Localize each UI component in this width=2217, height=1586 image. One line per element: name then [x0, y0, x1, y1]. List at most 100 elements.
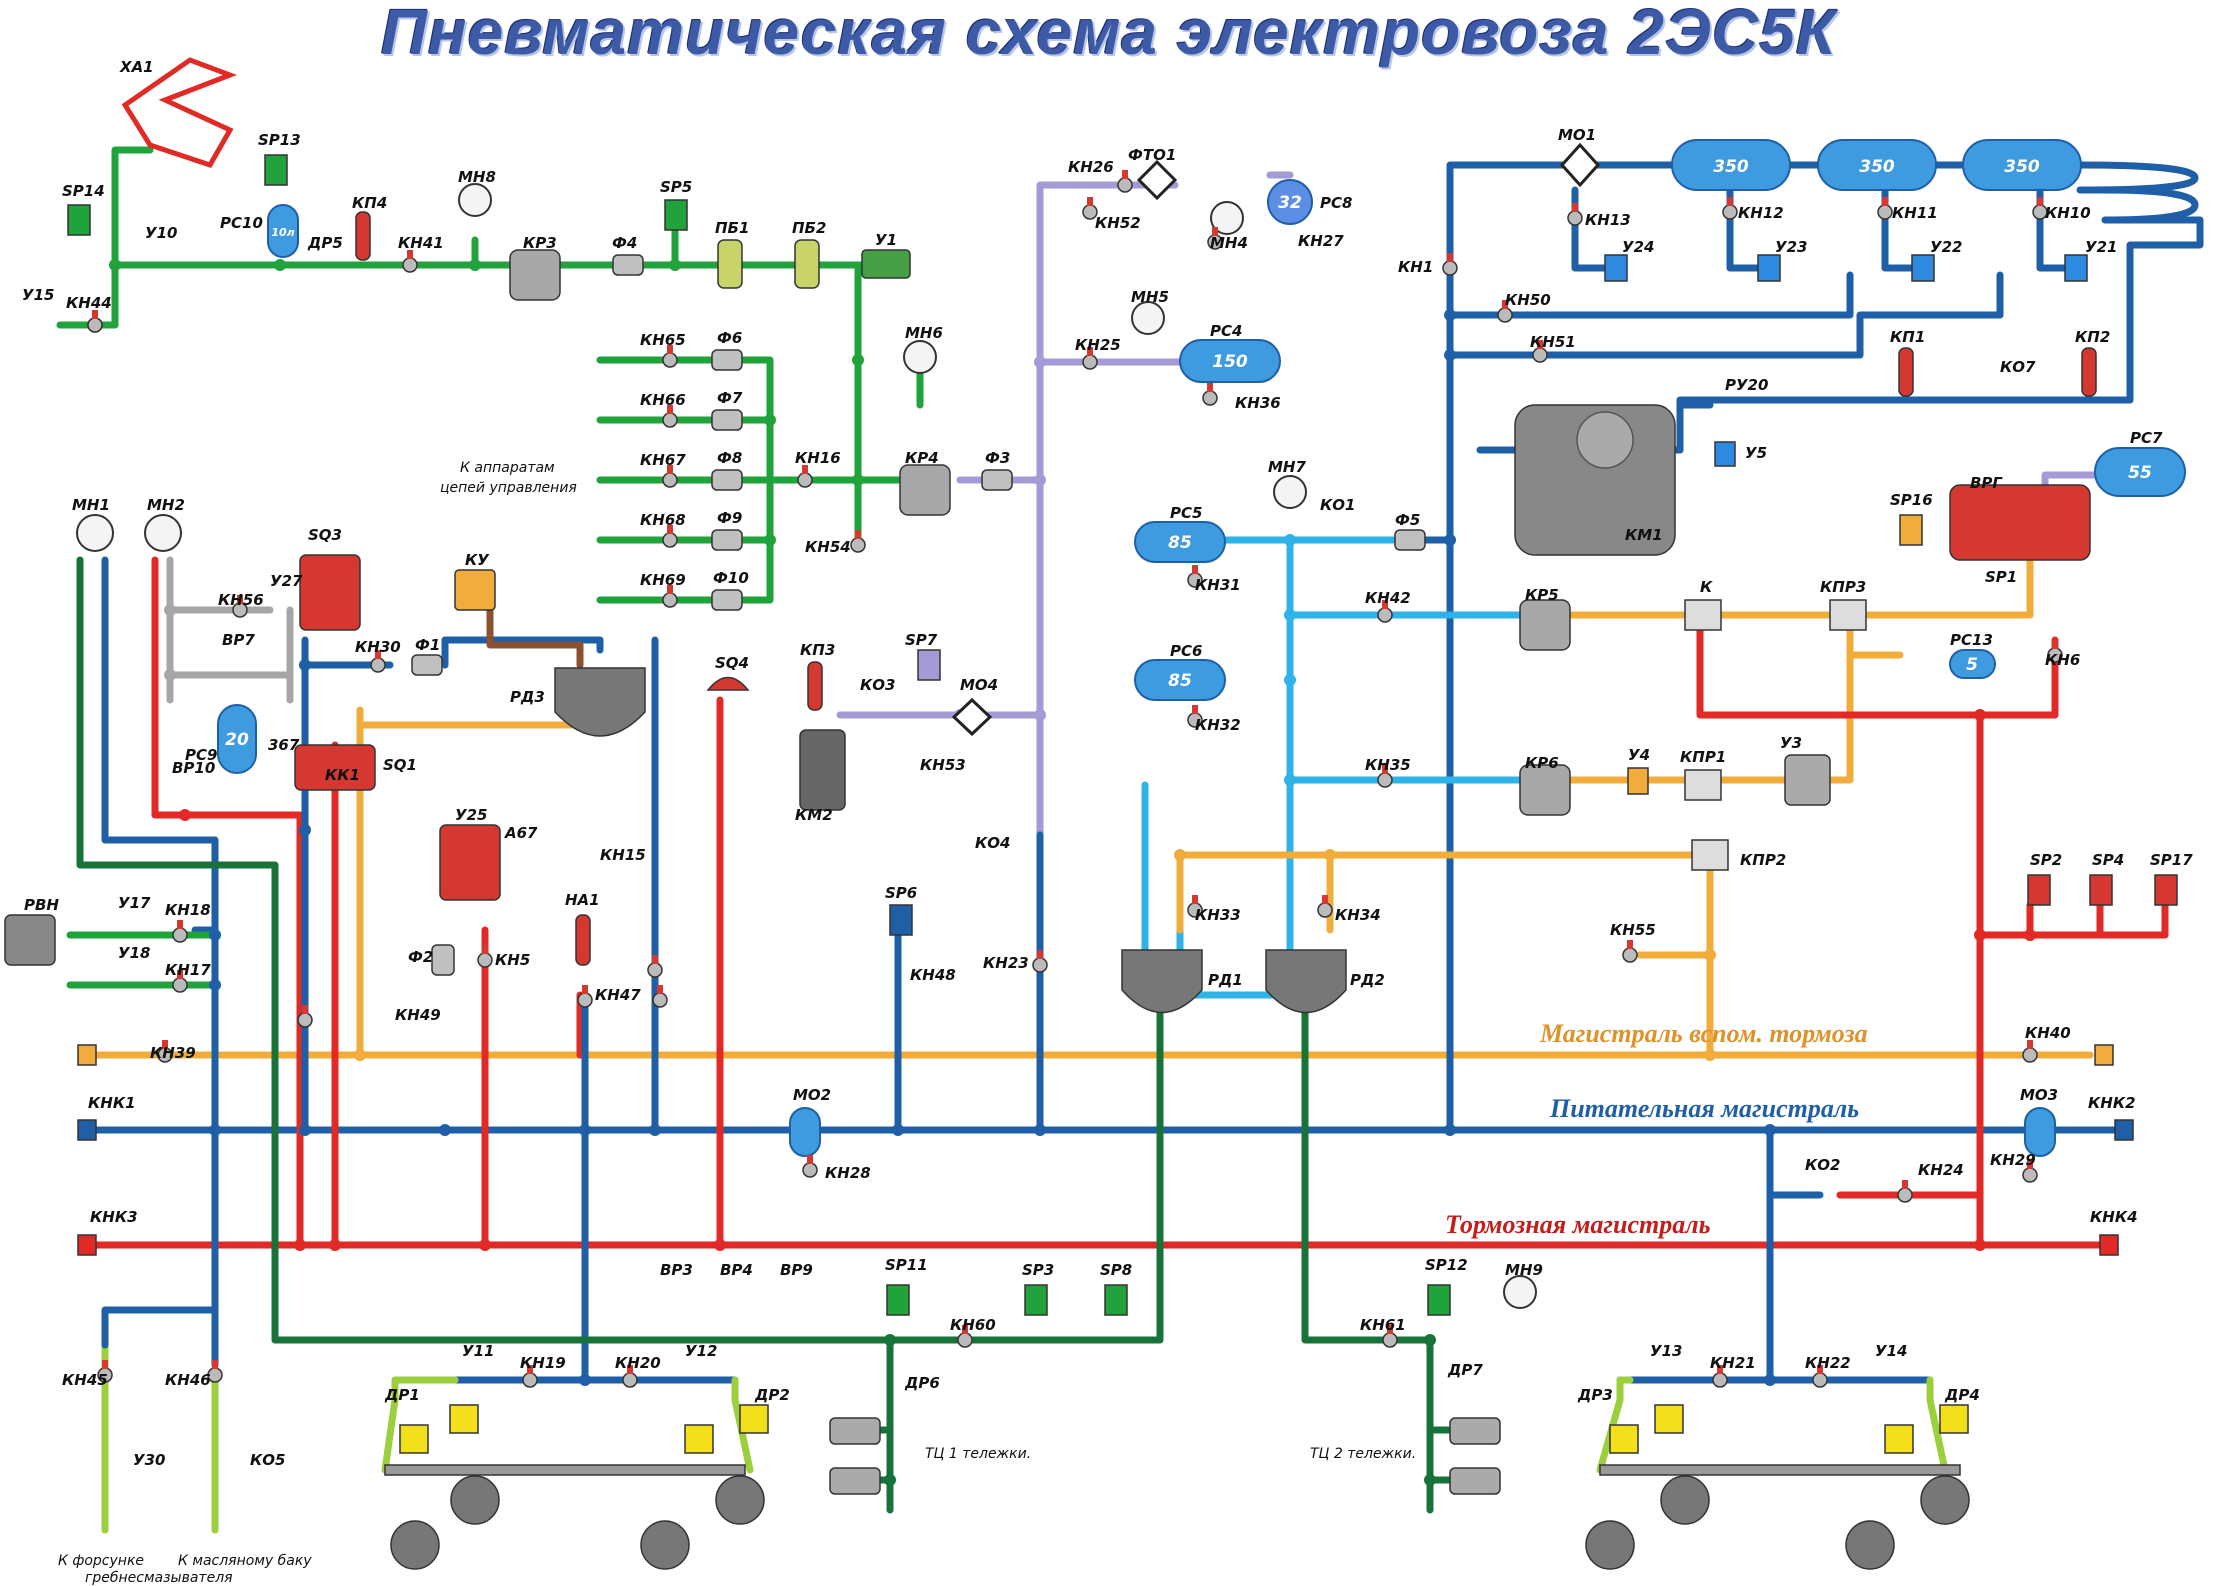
coupling-knk3[interactable] — [77, 1234, 97, 1256]
cock-valve[interactable] — [1532, 340, 1548, 363]
separator-fto1[interactable] — [1136, 159, 1178, 201]
diaphragm-rd3[interactable] — [554, 667, 646, 737]
filter-f9[interactable] — [711, 529, 743, 551]
filter-f5[interactable] — [1394, 529, 1426, 551]
cylinder-tc1-2[interactable] — [829, 1467, 881, 1495]
cock-valve[interactable] — [157, 1040, 173, 1063]
separator-mo1[interactable] — [1559, 142, 1601, 188]
cock-valve[interactable] — [172, 920, 188, 943]
cock-valve[interactable] — [1377, 765, 1393, 788]
filter-f1[interactable] — [411, 654, 443, 676]
cock-valve[interactable] — [1877, 197, 1893, 220]
coupling-kn39[interactable] — [77, 1044, 97, 1066]
valve-vrg[interactable] — [1949, 484, 2091, 561]
filter-f6[interactable] — [711, 349, 743, 371]
cock-valve[interactable] — [402, 250, 418, 273]
tank-pc10[interactable] — [267, 204, 299, 258]
cock-valve[interactable] — [97, 1360, 113, 1383]
cock-valve[interactable] — [850, 530, 866, 553]
compressor-km2[interactable] — [799, 729, 846, 811]
switch-sp14[interactable] — [67, 204, 91, 236]
cock-valve[interactable] — [1032, 950, 1048, 973]
reducer-kr5[interactable] — [1519, 599, 1571, 651]
switch-sp8[interactable] — [1104, 1284, 1128, 1316]
cock-valve[interactable] — [1622, 940, 1638, 963]
cock-valve[interactable] — [1497, 300, 1513, 323]
cock-valve[interactable] — [797, 465, 813, 488]
gauge-mn4[interactable] — [1210, 201, 1244, 235]
cock-valve[interactable] — [662, 465, 678, 488]
cock-valve[interactable] — [957, 1325, 973, 1348]
safety-valve-kp3[interactable] — [807, 661, 823, 711]
switch-sp2[interactable] — [2027, 874, 2051, 906]
cock-valve[interactable] — [232, 595, 248, 618]
cock-valve[interactable] — [2032, 197, 2048, 220]
switch-sp16[interactable] — [1899, 514, 1923, 546]
filter-f7[interactable] — [711, 409, 743, 431]
tank-mo2[interactable] — [789, 1107, 821, 1157]
cock-valve[interactable] — [647, 955, 663, 978]
cock-valve[interactable] — [87, 310, 103, 333]
cock-valve[interactable] — [662, 405, 678, 428]
diaphragm-rd1[interactable] — [1121, 949, 1203, 1014]
tank-pc5[interactable] — [1134, 521, 1226, 563]
valve-u3[interactable] — [1784, 754, 1831, 806]
cock-valve[interactable] — [1187, 565, 1203, 588]
valve-u24[interactable] — [1604, 254, 1628, 282]
switch-sp6[interactable] — [889, 904, 913, 936]
cock-valve[interactable] — [1812, 1365, 1828, 1388]
valve-kpr2[interactable] — [1691, 839, 1729, 871]
valve-ku[interactable] — [454, 569, 496, 611]
valve-u1[interactable] — [861, 249, 911, 279]
cock-valve[interactable] — [1082, 197, 1098, 220]
valve-k[interactable] — [1684, 599, 1722, 631]
tank-pc7[interactable] — [2094, 447, 2186, 497]
gauge-mn8[interactable] — [458, 183, 492, 217]
cock-valve[interactable] — [2047, 640, 2063, 663]
cock-valve[interactable] — [1567, 203, 1583, 226]
valve-u21[interactable] — [2064, 254, 2088, 282]
reducer-kr6[interactable] — [1519, 764, 1571, 816]
valve-u5[interactable] — [1714, 441, 1736, 467]
valve-u25[interactable] — [439, 824, 501, 901]
cock-valve[interactable] — [522, 1365, 538, 1388]
separator-mo4[interactable] — [951, 697, 993, 737]
diaphragm-rd2[interactable] — [1265, 949, 1347, 1014]
cock-valve[interactable] — [297, 1005, 313, 1028]
reducer-kr3[interactable] — [509, 249, 561, 301]
tank-pc13[interactable] — [1949, 649, 1996, 679]
switch-sp5[interactable] — [664, 199, 688, 231]
tank-350-3[interactable] — [1962, 139, 2082, 191]
valve-u27[interactable] — [299, 554, 361, 631]
valve-u4[interactable] — [1627, 767, 1649, 795]
cock-valve[interactable] — [1712, 1365, 1728, 1388]
safety-valve-kp1[interactable] — [1898, 347, 1914, 397]
cock-valve[interactable] — [1207, 227, 1223, 250]
cock-valve[interactable] — [1442, 253, 1458, 276]
filter-f4[interactable] — [612, 254, 644, 276]
filter-f2[interactable] — [431, 944, 455, 976]
switch-sp12[interactable] — [1427, 1284, 1451, 1316]
cock-valve[interactable] — [1187, 895, 1203, 918]
cock-kk1[interactable] — [294, 744, 376, 791]
valve-kpr1[interactable] — [1684, 769, 1722, 801]
tank-pc4[interactable] — [1179, 339, 1281, 383]
cock-valve[interactable] — [370, 650, 386, 673]
cock-valve[interactable] — [622, 1365, 638, 1388]
cock-valve[interactable] — [1117, 170, 1133, 193]
valve-u22[interactable] — [1911, 254, 1935, 282]
separator-pb2[interactable] — [794, 239, 820, 289]
compressor-km1[interactable] — [1514, 404, 1676, 556]
signal-ha1[interactable] — [575, 914, 591, 966]
coupling-knk4[interactable] — [2099, 1234, 2119, 1256]
cock-valve[interactable] — [652, 985, 668, 1008]
cock-valve[interactable] — [662, 525, 678, 548]
cock-valve[interactable] — [662, 585, 678, 608]
tank-pc8[interactable] — [1267, 179, 1313, 225]
switch-sp13[interactable] — [264, 154, 288, 186]
cock-valve[interactable] — [1202, 383, 1218, 406]
cock-valve[interactable] — [207, 1360, 223, 1383]
valve-kpr3[interactable] — [1829, 599, 1867, 631]
coupling-knk1[interactable] — [77, 1119, 97, 1141]
cock-valve[interactable] — [2022, 1160, 2038, 1183]
